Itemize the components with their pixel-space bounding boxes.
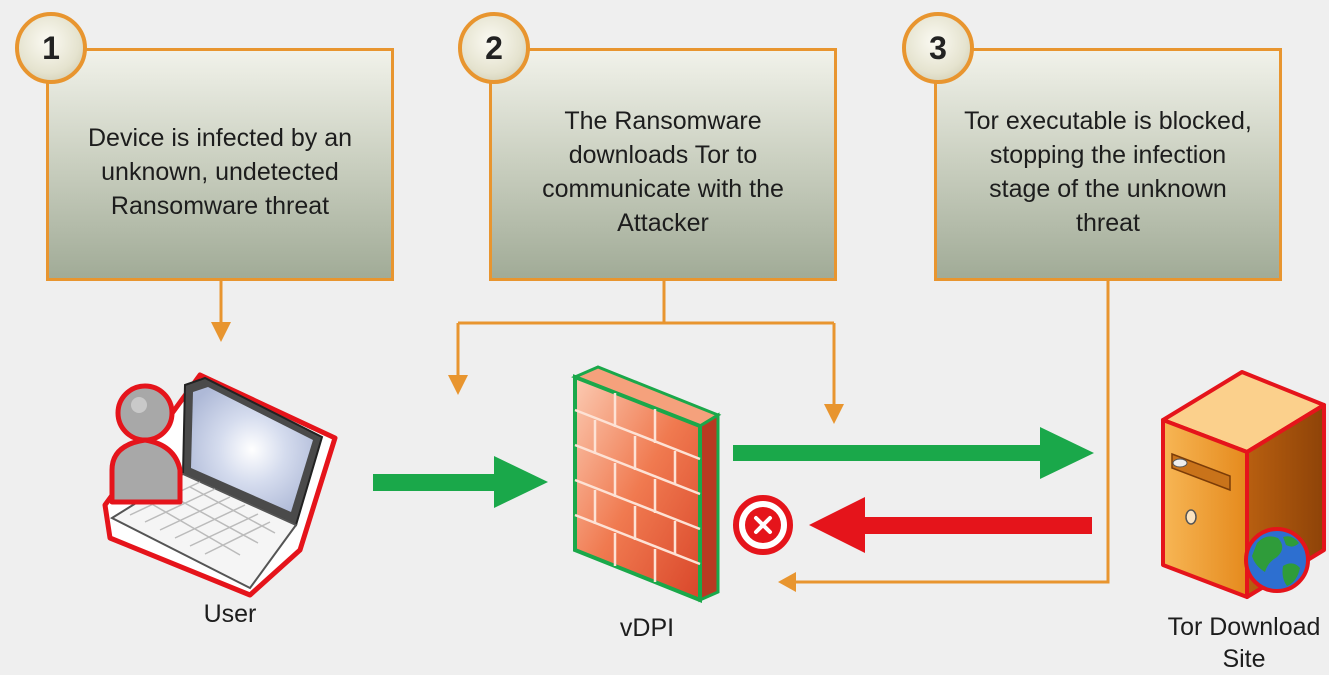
step-2-box: The Ransomware downloads Tor to communic… — [489, 48, 837, 281]
tor-to-vdpi-blocked-arrowhead — [809, 497, 865, 553]
step2-connector — [456, 280, 836, 404]
user-label: User — [203, 600, 257, 628]
step2-left-arrowhead — [448, 375, 468, 395]
step3-arrowhead — [778, 572, 796, 592]
vdpi-to-tor-arrowhead — [1040, 427, 1094, 479]
tor-to-vdpi-blocked-arrow-shaft — [858, 517, 1092, 534]
step-1-box: Device is infected by an unknown, undete… — [46, 48, 394, 281]
step-1-text: Device is infected by an unknown, undete… — [87, 123, 353, 220]
vdpi-to-tor-arrow-shaft — [733, 445, 1047, 461]
step-2-number: 2 — [458, 12, 530, 84]
step-2-text: The Ransomware downloads Tor to communic… — [542, 106, 784, 237]
user-to-vdpi-arrow-shaft — [373, 474, 501, 491]
step1-arrowhead — [211, 322, 231, 342]
step-3-number: 3 — [902, 12, 974, 84]
user-to-vdpi-arrowhead — [494, 456, 548, 508]
step-3-box: Tor executable is blocked, stopping the … — [934, 48, 1282, 281]
step-1-number: 1 — [15, 12, 87, 84]
vdpi-label: vDPI — [619, 614, 675, 642]
step-3-text: Tor executable is blocked, stopping the … — [964, 106, 1252, 237]
tor-download-site-label: Tor Download Site — [1167, 613, 1321, 673]
step3-connector — [796, 280, 1110, 584]
step2-right-arrowhead — [824, 404, 844, 424]
